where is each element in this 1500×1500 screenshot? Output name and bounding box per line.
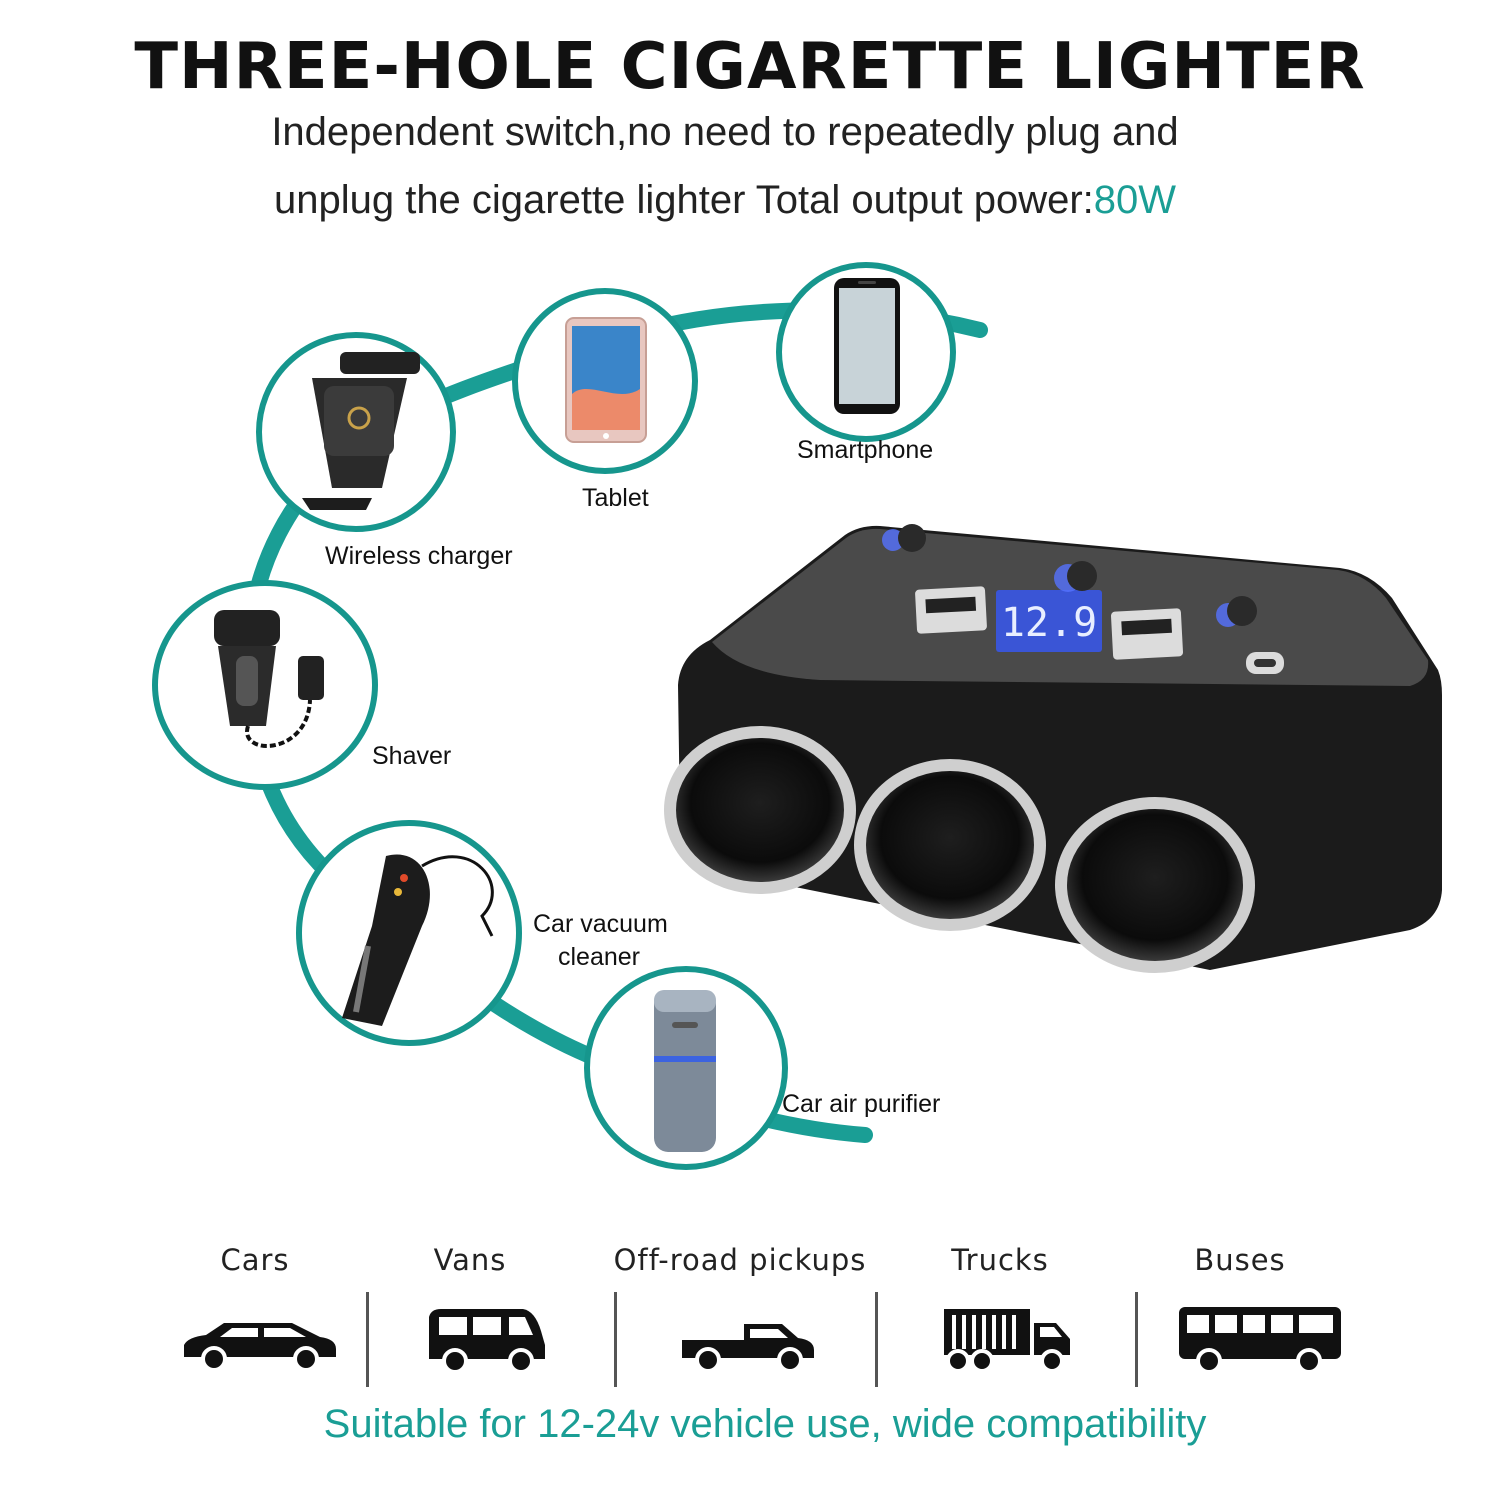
power-highlight: 80W bbox=[1093, 178, 1177, 222]
subtitle-line-2: unplug the cigarette lighter Total outpu… bbox=[0, 178, 1450, 223]
vehicle-label-trucks: Trucks bbox=[951, 1243, 1049, 1277]
air-purifier-circle bbox=[584, 966, 788, 1170]
vacuum-label-line-2: cleaner bbox=[558, 943, 640, 971]
shaver-label: Shaver bbox=[372, 742, 452, 770]
divider bbox=[366, 1292, 369, 1387]
tablet-label: Tablet bbox=[582, 484, 649, 512]
vacuum-circle bbox=[296, 820, 522, 1046]
wireless-charger-label: Wireless charger bbox=[325, 542, 513, 570]
divider bbox=[614, 1292, 617, 1387]
divider bbox=[1135, 1292, 1138, 1387]
van-icon bbox=[429, 1309, 545, 1374]
wireless-charger-icon bbox=[302, 352, 420, 510]
vacuum-icon bbox=[342, 854, 494, 1026]
smartphone-circle bbox=[776, 262, 956, 442]
subtitle-line-1: Independent switch,no need to repeatedly… bbox=[271, 110, 1179, 154]
bus-icon bbox=[1179, 1307, 1341, 1374]
vehicle-label-vans: Vans bbox=[433, 1243, 507, 1277]
truck-icon bbox=[944, 1309, 1070, 1373]
vehicle-label-cars: Cars bbox=[220, 1243, 290, 1277]
vehicle-label-buses: Buses bbox=[1194, 1243, 1286, 1277]
socket-2 bbox=[854, 759, 1046, 931]
socket-1 bbox=[664, 726, 856, 894]
pickup-icon bbox=[682, 1324, 814, 1373]
divider bbox=[875, 1292, 878, 1387]
compatibility-footer: Suitable for 12-24v vehicle use, wide co… bbox=[323, 1402, 1207, 1446]
smartphone-icon bbox=[834, 278, 900, 414]
vehicle-label-pickups: Off-road pickups bbox=[613, 1243, 867, 1277]
shaver-circle bbox=[152, 580, 378, 790]
subtitle-text: unplug the cigarette lighter Total outpu… bbox=[273, 178, 1094, 222]
page-title: THREE-HOLE CIGARETTE LIGHTER bbox=[134, 30, 1366, 104]
voltage-display: 12.9 bbox=[1001, 600, 1097, 646]
wireless-charger-circle bbox=[256, 332, 456, 532]
car-icon bbox=[184, 1323, 336, 1372]
smartphone-label: Smartphone bbox=[797, 436, 934, 464]
cigarette-lighter-product: 12.9 bbox=[664, 524, 1442, 973]
shaver-icon bbox=[214, 610, 324, 748]
tablet-circle bbox=[512, 288, 698, 474]
socket-3 bbox=[1055, 797, 1255, 973]
air-purifier-icon bbox=[654, 990, 716, 1152]
tablet-icon bbox=[565, 317, 647, 443]
air-purifier-label: Car air purifier bbox=[782, 1090, 941, 1118]
vacuum-label-line-1: Car vacuum bbox=[533, 910, 668, 938]
